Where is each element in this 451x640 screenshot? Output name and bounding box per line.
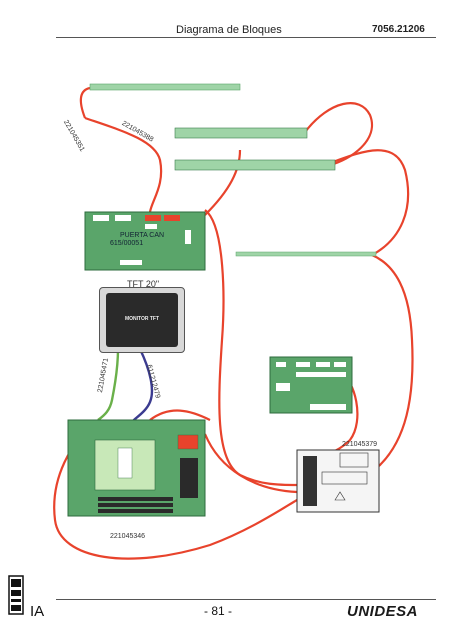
power-supply-ce-label	[321, 471, 368, 485]
footer-section: IA	[30, 603, 45, 620]
can-connector-2	[115, 215, 131, 221]
right-connector-6	[276, 383, 290, 391]
main-board-slot-2	[98, 503, 173, 507]
label-right-board: 221045379	[342, 441, 378, 448]
can-connector-6	[120, 260, 142, 265]
label-can-board-name: PUERTA CAN	[120, 232, 165, 239]
document-code: 7056.21206	[372, 24, 425, 35]
monitor-screen: MONITOR TFT	[106, 293, 178, 347]
cable-blue	[131, 348, 154, 423]
can-connector-1	[93, 215, 109, 221]
cable-strip-loop-2	[332, 149, 410, 256]
page-number: - 81 -	[204, 604, 233, 618]
main-board-ram-slot	[180, 458, 198, 498]
power-supply-terminals	[303, 456, 317, 506]
led-board-2	[174, 159, 336, 171]
led-strip-top	[89, 83, 241, 91]
page-title: Diagrama de Bloques	[176, 24, 282, 36]
led-board-1	[174, 127, 308, 139]
machine-icon-svg	[8, 575, 24, 615]
right-connector-4	[334, 362, 346, 367]
right-connector-1	[276, 362, 286, 367]
main-board-slot-1	[98, 497, 173, 501]
can-connector-7	[185, 230, 191, 244]
led-strip-mid	[235, 251, 377, 257]
can-connector-3	[145, 215, 161, 221]
cable-can-to-right-board	[204, 209, 298, 487]
cable-can-to-strip1	[204, 149, 242, 216]
warning-icon	[334, 491, 346, 501]
cable-main-to-right	[203, 433, 298, 494]
main-board-slot-3	[98, 509, 173, 513]
monitor-screen-text: MONITOR TFT	[124, 316, 160, 322]
cable-green	[97, 348, 120, 421]
right-connector-2	[296, 362, 310, 367]
can-connector-5	[145, 224, 157, 229]
power-supply-label	[339, 452, 369, 468]
label-can-board-code: 615/00051	[110, 240, 144, 247]
header-divider	[56, 37, 436, 38]
cable-strip-loop-1	[304, 102, 373, 167]
main-board-chip	[117, 447, 133, 479]
footer-divider	[56, 599, 436, 600]
label-main-board: 221045346	[110, 533, 146, 540]
main-board-red-connector	[177, 434, 199, 450]
monitor-caption: TFT 20"	[127, 279, 160, 289]
right-connector-3	[316, 362, 330, 367]
brand-logo: UNIDESA	[347, 603, 419, 620]
machine-icon	[8, 575, 24, 615]
cable-main-top	[149, 409, 211, 421]
cable-top-to-can	[84, 116, 163, 213]
can-connector-4	[164, 215, 180, 221]
right-connector-5	[296, 372, 346, 377]
tft-monitor: MONITOR TFT	[99, 287, 185, 353]
cable-main-loop	[53, 419, 298, 560]
cable-top-led	[79, 86, 91, 119]
right-connector-7	[310, 404, 346, 410]
